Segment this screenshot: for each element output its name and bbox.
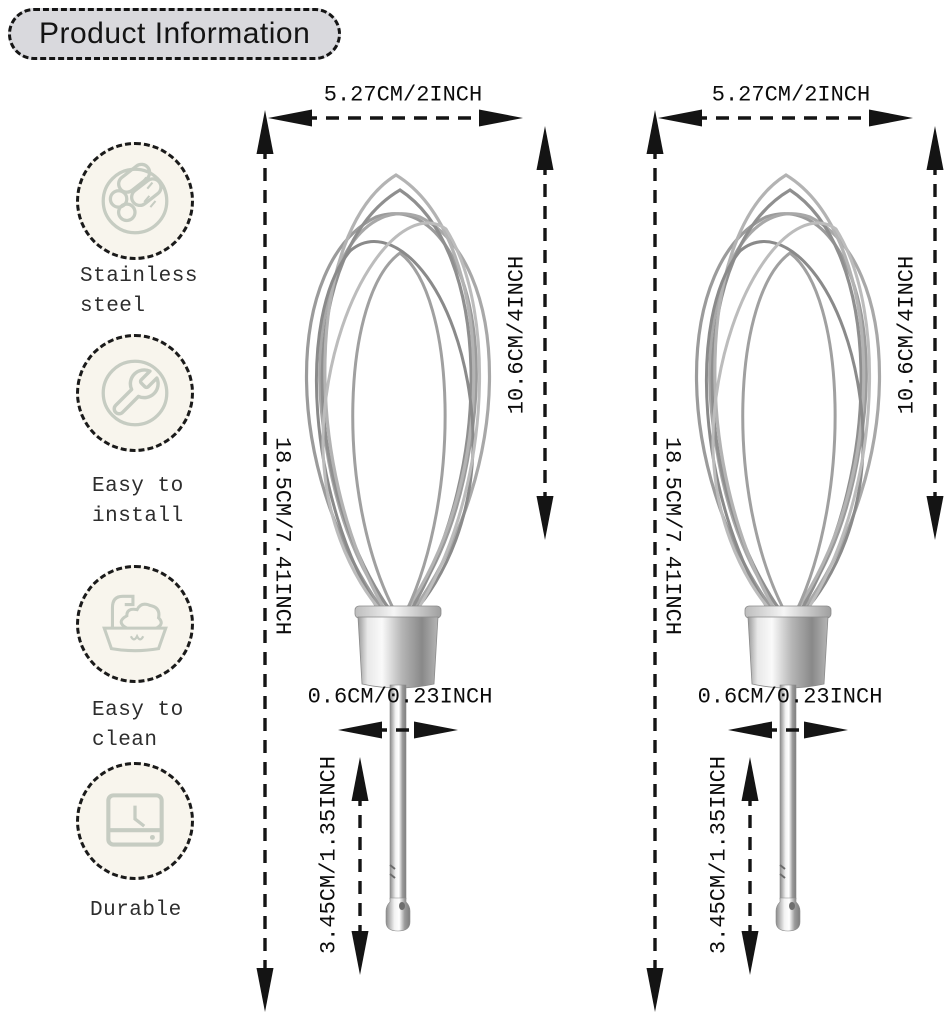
feature-label-line: steel [80, 295, 146, 318]
dimension-arrow-part [646, 110, 664, 154]
dimension-arrow-part [338, 721, 382, 739]
feature-label-line: install [92, 505, 184, 528]
feature-circle-easy-clean [76, 565, 194, 683]
feature-label-line: Stainless [80, 265, 198, 288]
width-dimension-label: 5.27CM/2INCH [711, 82, 871, 108]
feature-label-stainless-steel: Stainless steel [80, 262, 198, 322]
dimension-arrows [256, 109, 944, 1012]
dimension-arrow-part [479, 109, 523, 127]
wash-basin-icon [102, 594, 168, 653]
feature-circle-stainless-steel [76, 142, 194, 260]
wrench-icon [101, 359, 169, 427]
dimension-arrow-part [268, 109, 312, 127]
feature-label-line: clean [92, 729, 158, 752]
dimension-arrow-part [926, 496, 944, 540]
dimension-arrow-part [658, 109, 702, 127]
dimension-arrow-part [926, 126, 944, 170]
clock-screen-icon [106, 793, 164, 847]
balloon-height-dimension-label: 10.6CM/4INCH [504, 255, 530, 415]
shaft-diameter-dimension-label: 0.6CM/0.23INCH [307, 684, 493, 710]
steel-rods-icon [101, 162, 169, 235]
feature-label-easy-clean: Easy to clean [92, 696, 184, 756]
dimension-arrow-part [536, 126, 554, 170]
feature-label-line: Easy to [92, 475, 184, 498]
dimension-arrow-part [804, 721, 848, 739]
feature-label-line: Easy to [92, 699, 184, 722]
feature-label-durable: Durable [90, 896, 182, 926]
feature-label-line: Durable [90, 899, 182, 922]
total-height-dimension-label: 18.5CM/7.41INCH [269, 436, 295, 636]
shaft-diameter-dimension-label: 0.6CM/0.23INCH [697, 684, 883, 710]
dimension-arrow-part [741, 931, 759, 975]
dimension-arrow-part [869, 109, 913, 127]
total-height-dimension-label: 18.5CM/7.41INCH [659, 436, 685, 636]
dimension-arrow-part [351, 931, 369, 975]
dimension-arrow-part [256, 110, 274, 154]
dimension-arrow-part [646, 968, 664, 1012]
dimension-arrow-part [351, 757, 369, 801]
shaft-length-dimension-label: 3.45CM/1.35INCH [316, 755, 342, 955]
feature-circle-easy-install [76, 334, 194, 452]
dimension-arrow-part [741, 757, 759, 801]
dimension-arrow-part [536, 496, 554, 540]
feature-circle-durable [76, 762, 194, 880]
product-information-badge: Product Information [8, 8, 342, 60]
balloon-height-dimension-label: 10.6CM/4INCH [894, 255, 920, 415]
shaft-length-dimension-label: 3.45CM/1.35INCH [706, 755, 732, 955]
dimension-arrow-part [256, 968, 274, 1012]
width-dimension-label: 5.27CM/2INCH [323, 82, 483, 108]
dimension-arrow-part [414, 721, 458, 739]
feature-label-easy-install: Easy to install [92, 472, 184, 532]
dimension-arrow-part [728, 721, 772, 739]
